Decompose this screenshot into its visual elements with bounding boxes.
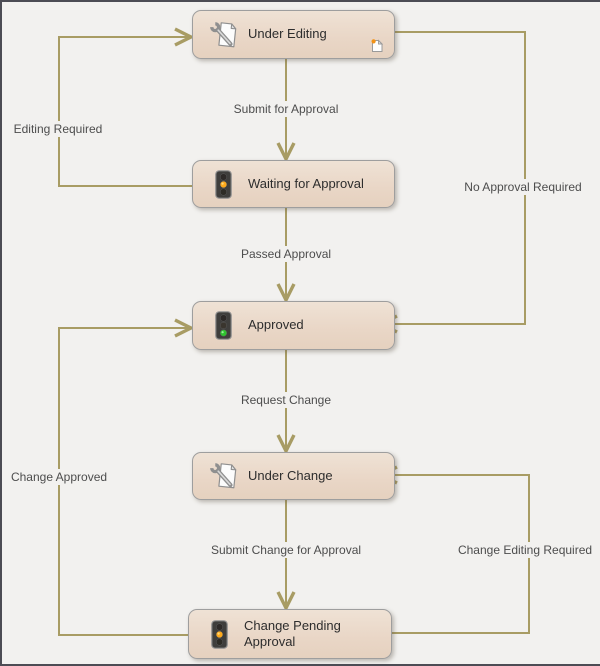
edge-label-passed-approval: Passed Approval bbox=[237, 246, 335, 262]
edge-label-submit-change-for-approval: Submit Change for Approval bbox=[207, 542, 365, 558]
state-node-label: Waiting for Approval bbox=[248, 175, 364, 191]
document-badge-icon bbox=[371, 39, 384, 53]
state-node-waiting-for-approval[interactable]: Waiting for Approval bbox=[192, 160, 395, 208]
wrench-document-icon bbox=[206, 461, 240, 491]
state-node-label: Change Pending Approval bbox=[244, 617, 341, 649]
state-node-under-change[interactable]: Under Change bbox=[192, 452, 395, 500]
edge-label-request-change: Request Change bbox=[237, 392, 335, 408]
state-node-label: Under Change bbox=[248, 467, 333, 483]
wrench-document-icon bbox=[206, 20, 240, 50]
transition-line-editing-required bbox=[58, 37, 192, 187]
state-node-label: Approved bbox=[248, 317, 304, 333]
state-node-approved[interactable]: Approved bbox=[192, 301, 395, 350]
state-node-label: Under Editing bbox=[248, 26, 327, 42]
state-node-under-editing[interactable]: Under Editing bbox=[192, 10, 395, 59]
traffic-light-yellow-icon bbox=[206, 169, 240, 199]
edge-label-change-editing-required: Change Editing Required bbox=[454, 542, 596, 558]
traffic-light-yellow-icon bbox=[202, 619, 236, 649]
edge-label-editing-required: Editing Required bbox=[10, 121, 106, 137]
edge-label-no-approval-required: No Approval Required bbox=[461, 179, 585, 195]
transition-line-no-approval-required bbox=[380, 31, 526, 324]
traffic-light-green-icon bbox=[206, 311, 240, 340]
state-node-change-pending-approval[interactable]: Change Pending Approval bbox=[188, 609, 392, 659]
edge-label-submit-for-approval: Submit for Approval bbox=[230, 101, 342, 117]
edge-label-change-approved: Change Approved bbox=[7, 469, 111, 485]
